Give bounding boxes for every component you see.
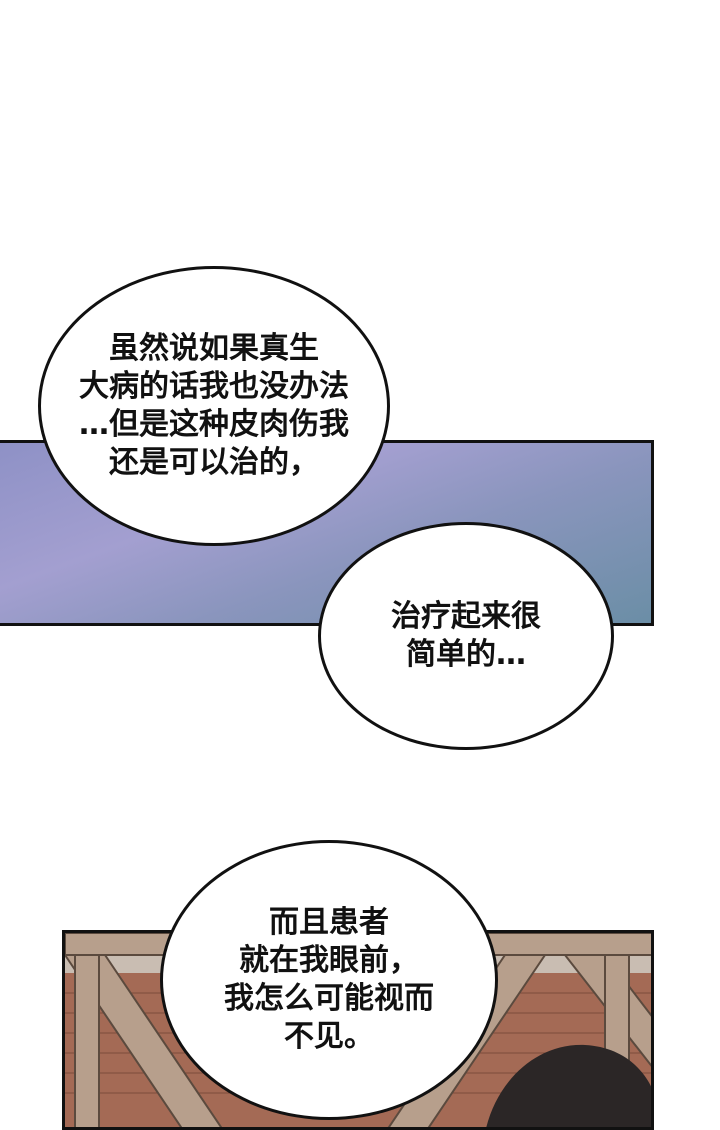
bubble-1-line-3: …但是这种皮肉伤我 [79,407,349,442]
speech-bubble-3: 而且患者 就在我眼前， 我怎么可能视而 不见。 [160,840,498,1120]
speech-bubble-1: 虽然说如果真生 大病的话我也没办法 …但是这种皮肉伤我 还是可以治的， [38,266,390,546]
bubble-1-line-2: 大病的话我也没办法 [79,369,349,404]
bubble-2-line-1: 治疗起来很 [391,599,541,634]
bubble-3-line-4: 不见。 [284,1019,374,1054]
bubble-3-line-3: 我怎么可能视而 [224,981,434,1016]
speech-bubble-2: 治疗起来很 简单的… [318,522,614,750]
bubble-1-line-4: 还是可以治的， [109,445,319,480]
bubble-1-line-1: 虽然说如果真生 [109,331,319,366]
bubble-3-line-2: 就在我眼前， [239,943,419,978]
bubble-2-line-2: 简单的… [406,637,526,672]
bubble-3-line-1: 而且患者 [269,905,389,940]
